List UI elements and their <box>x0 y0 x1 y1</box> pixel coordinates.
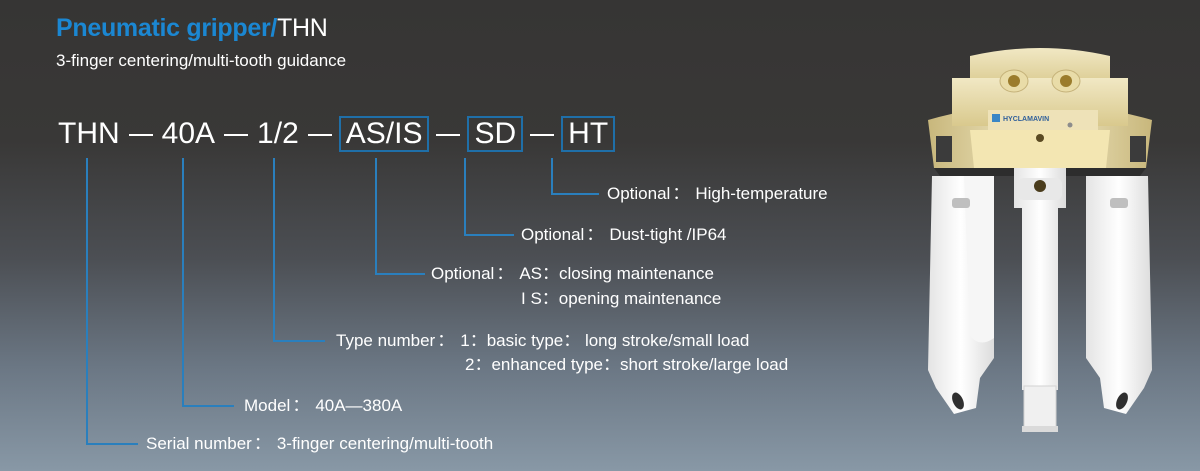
dash-divider <box>224 134 249 136</box>
connector-model-elbow <box>182 405 234 407</box>
code-series: THN <box>58 117 120 150</box>
connector-type <box>273 158 275 341</box>
annotation-type-line2: 2：enhanced type：short stroke/large load <box>465 355 789 374</box>
connector-model <box>182 158 184 406</box>
connector-serial-elbow <box>86 443 138 445</box>
dash-divider <box>307 134 332 136</box>
annotation-model-label: Model <box>244 396 291 415</box>
code-type: 1/2 <box>257 117 299 150</box>
connector-type-elbow <box>273 340 325 342</box>
gripper-illustration: HYCLAMAVIN <box>928 48 1152 432</box>
connector-sd <box>464 158 466 235</box>
brand-logo: HYCLAMAVIN <box>1003 116 1049 123</box>
annotation-ht: Optional：High-temperature <box>607 184 828 203</box>
annotation-asis: Optional：AS：closing maintenance <box>431 264 714 283</box>
annotation-model: Model：40A—380A <box>244 396 403 415</box>
subtitle: 3-finger centering/multi-tooth guidance <box>56 51 347 70</box>
code-maintenance: AS/IS <box>338 116 430 152</box>
connector-ht <box>551 158 553 194</box>
annotation-asis-line1: AS：closing maintenance <box>519 264 714 283</box>
model-code: THN 40A 1/2 AS/IS SD HT <box>56 116 616 152</box>
code-temperature: HT <box>561 116 616 152</box>
connector-asis-elbow <box>375 273 425 275</box>
dash-divider <box>530 134 555 136</box>
annotation-type-label: Type number <box>336 331 436 350</box>
annotation-serial-value: 3-finger centering/multi-tooth <box>276 434 494 453</box>
annotation-ht-value: High-temperature <box>695 184 828 203</box>
dash-divider <box>128 134 153 136</box>
page-title: Pneumatic gripper/THN <box>56 14 328 43</box>
connector-serial <box>86 158 88 444</box>
annotation-type-line1: 1：basic type： long stroke/small load <box>460 331 750 350</box>
annotation-sd-label: Optional <box>521 225 585 244</box>
annotation-serial: Serial number：3-finger centering/multi-t… <box>146 434 494 453</box>
code-dust: SD <box>467 116 524 152</box>
dash-divider <box>436 134 461 136</box>
annotation-model-value: 40A—380A <box>315 396 403 415</box>
code-size: 40A <box>161 117 216 150</box>
annotation-sd-value: Dust-tight /IP64 <box>609 225 727 244</box>
connector-ht-elbow <box>551 193 599 195</box>
title-prefix: Pneumatic gripper/ <box>56 14 278 42</box>
annotation-serial-label: Serial number <box>146 434 252 453</box>
connector-sd-elbow <box>464 234 514 236</box>
annotation-asis-line2: I S：opening maintenance <box>521 289 722 308</box>
annotation-sd: Optional：Dust-tight /IP64 <box>521 225 727 244</box>
annotation-asis-label: Optional <box>431 264 495 283</box>
annotation-ht-label: Optional <box>607 184 671 203</box>
annotation-type: Type number：1：basic type： long stroke/sm… <box>336 331 750 350</box>
product-image: HYCLAMAVIN <box>910 18 1170 458</box>
connector-asis <box>375 158 377 274</box>
title-suffix: THN <box>277 14 328 42</box>
